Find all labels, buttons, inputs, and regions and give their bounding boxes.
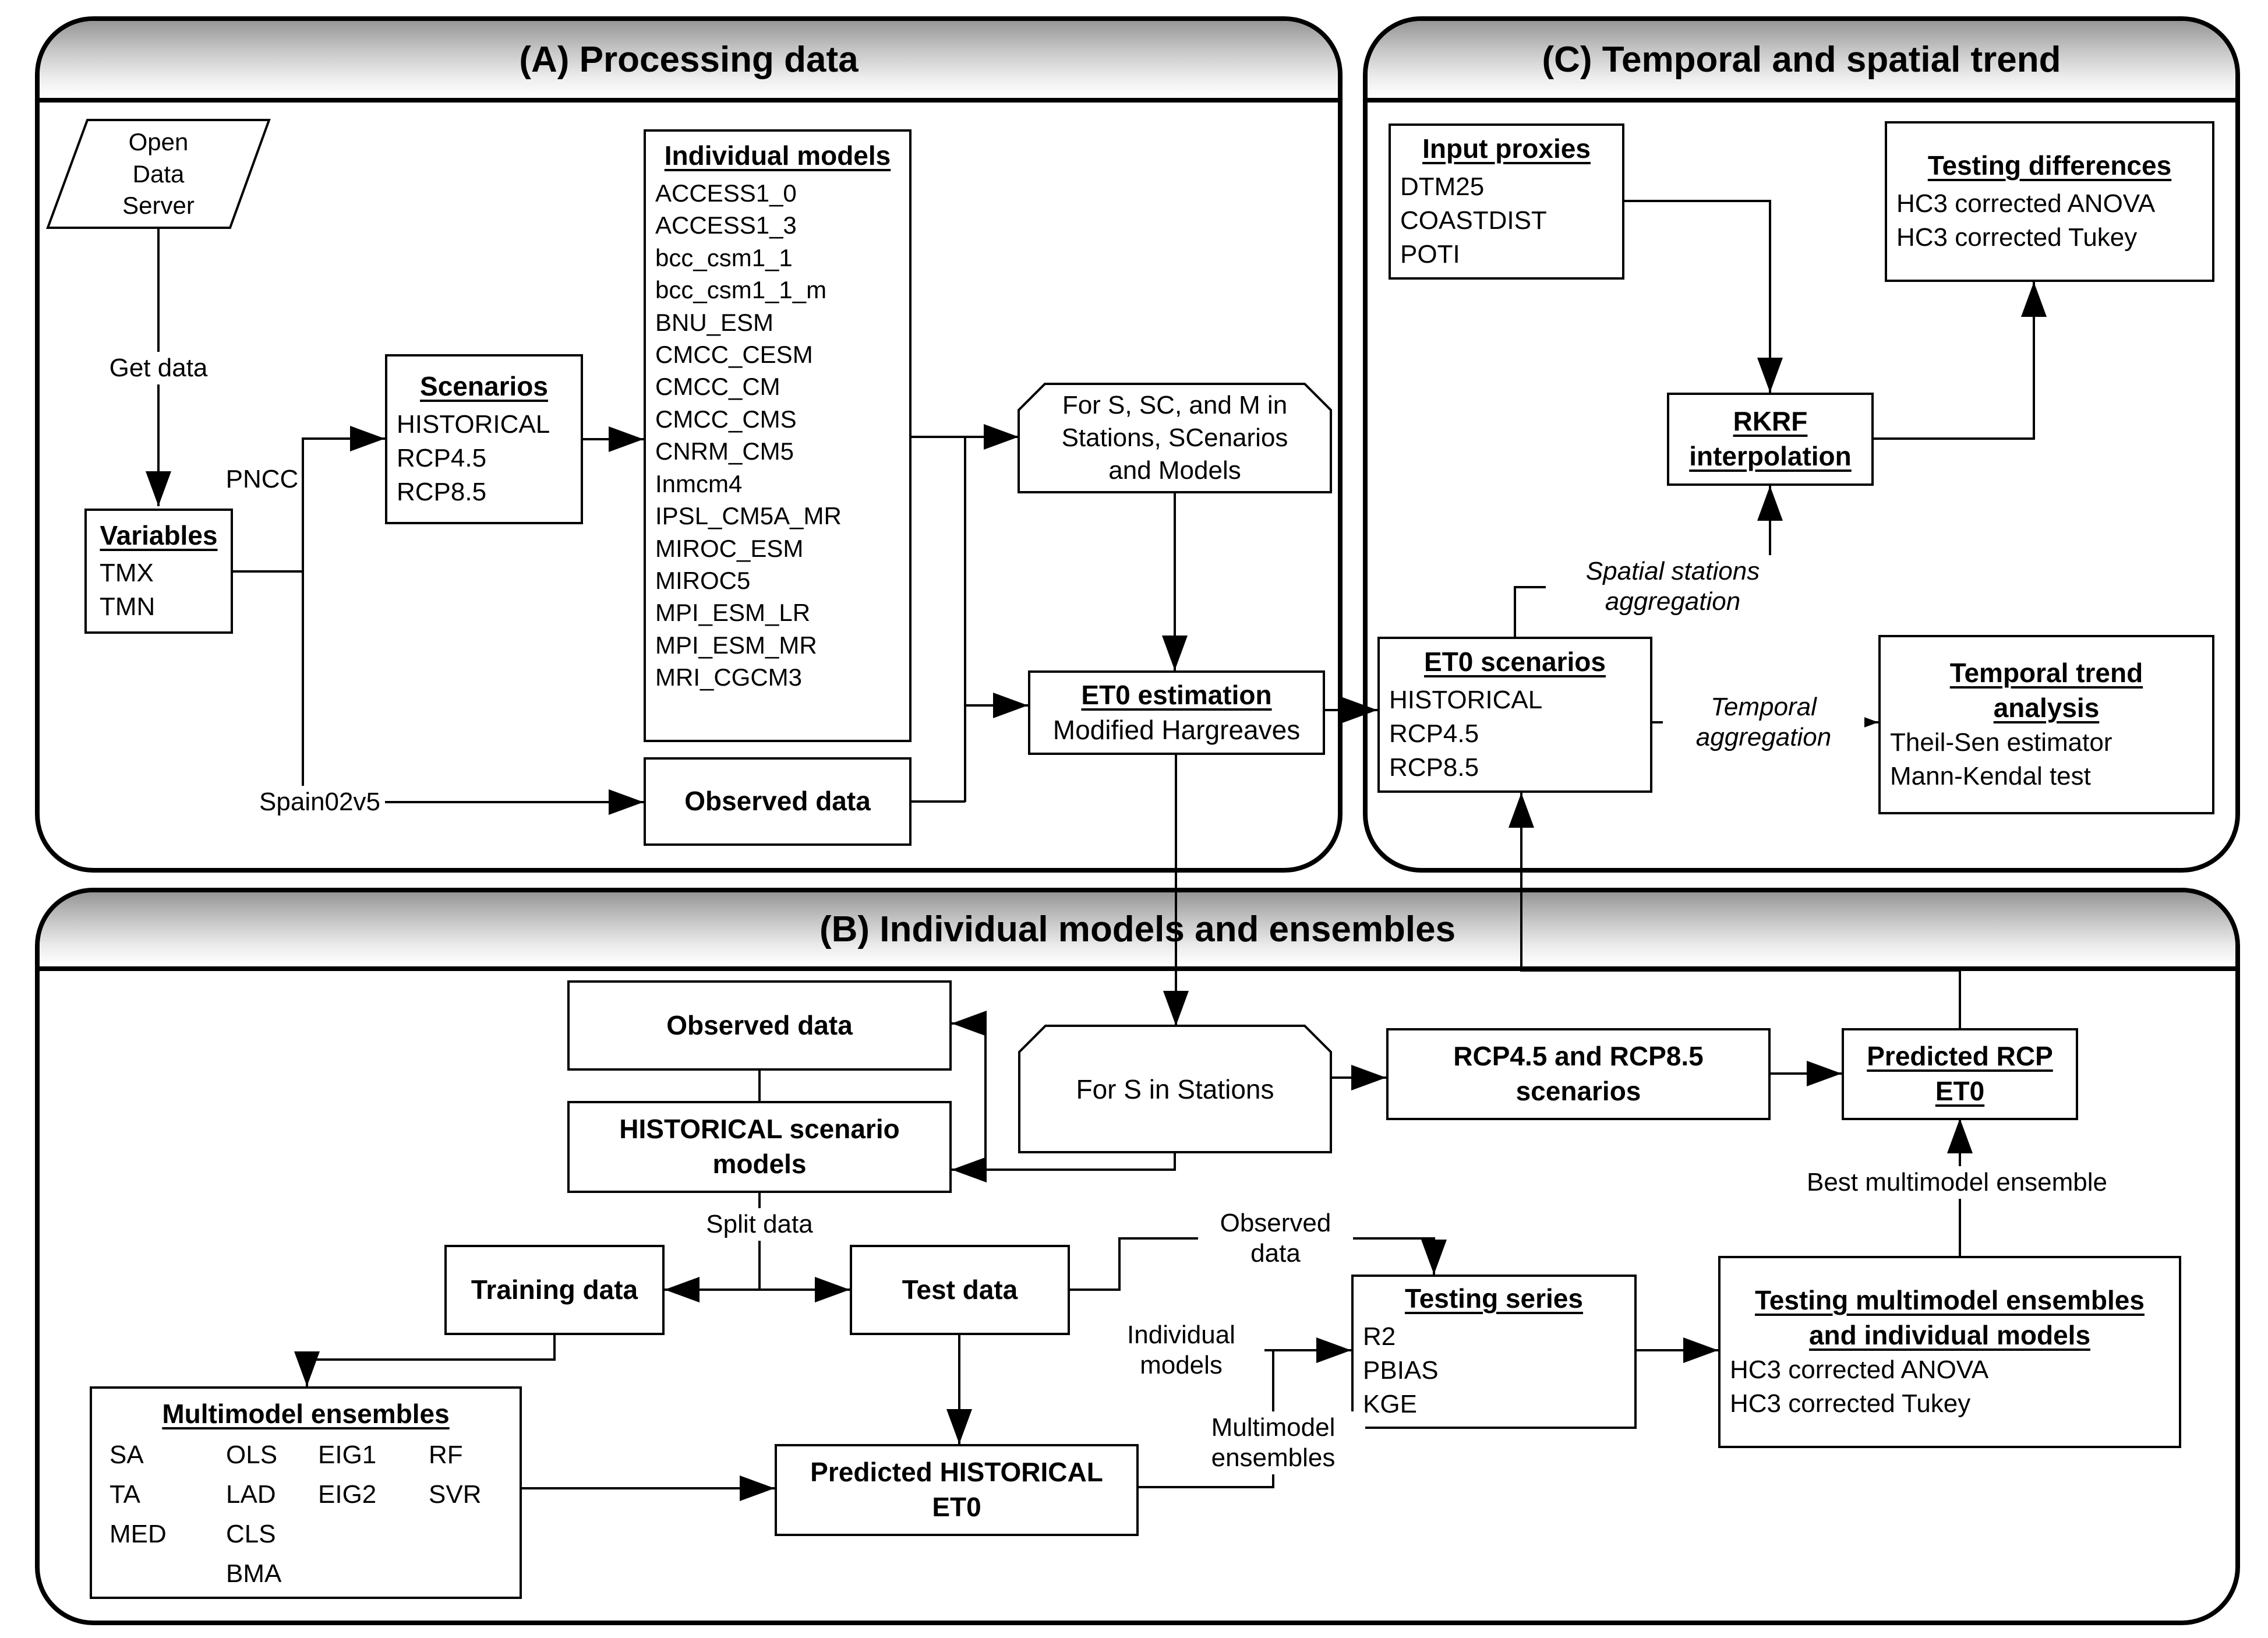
label-observed-data: Observed data bbox=[1198, 1207, 1353, 1270]
box-predicted-historical-et0: Predicted HISTORICAL ET0 bbox=[775, 1444, 1139, 1536]
individual-models-title: Individual models bbox=[664, 140, 891, 171]
arrow-loop-observed-b bbox=[952, 1011, 987, 1170]
label-split-data: Split data bbox=[701, 1208, 818, 1241]
label-pncc: PNCC bbox=[225, 465, 299, 494]
box-observed-data-a: Observed data bbox=[644, 757, 912, 846]
box-predicted-rcp-et0: Predicted RCP ET0 bbox=[1842, 1028, 2078, 1120]
box-training-data: Training data bbox=[444, 1245, 665, 1335]
box-rcp-scenarios: RCP4.5 and RCP8.5 scenarios bbox=[1386, 1028, 1771, 1120]
arrow-predictedrcp-et0scenarios bbox=[1509, 793, 1961, 1028]
label-multimodel-ensembles: Multimodel ensembles bbox=[1181, 1411, 1365, 1474]
section-a-title: (A) Processing data bbox=[519, 39, 859, 80]
et0-estimation-subtitle: Modified Hargreaves bbox=[1052, 714, 1301, 745]
training-data-label: Training data bbox=[471, 1274, 638, 1305]
label-spain02v5: Spain02v5 bbox=[255, 786, 385, 818]
input-proxies-title: Input proxies bbox=[1422, 133, 1591, 164]
line-predictedhist-up bbox=[1139, 1350, 1274, 1488]
box-observed-data-b: Observed data bbox=[567, 980, 952, 1071]
arrow-loop-historical bbox=[952, 1152, 1176, 1182]
arrow-proxies-rkrf bbox=[1624, 200, 1783, 393]
loop-limit-a-shape bbox=[1018, 383, 1332, 493]
label-best-multimodel: Best multimodel ensemble bbox=[1801, 1166, 2112, 1199]
label-get-data: Get data bbox=[104, 352, 213, 384]
testing-differences-title: Testing differences bbox=[1927, 150, 2172, 181]
predicted-rcp-label: Predicted RCP ET0 bbox=[1867, 1041, 2053, 1106]
label-spatial-aggregation: Spatial stations aggregation bbox=[1546, 555, 1800, 618]
observed-data-a-label: Observed data bbox=[684, 786, 871, 817]
arrow-training-multimodel bbox=[294, 1335, 556, 1386]
arrow-observeddata-testingseries bbox=[1070, 1237, 1447, 1291]
variables-title: Variables bbox=[100, 520, 218, 550]
arrow-rkrf-testingdiff bbox=[1874, 282, 2047, 440]
scenarios-title: Scenarios bbox=[420, 370, 548, 401]
box-test-data: Test data bbox=[850, 1245, 1070, 1335]
label-temporal-aggregation: Temporal aggregation bbox=[1663, 691, 1864, 754]
observed-data-b-label: Observed data bbox=[666, 1009, 853, 1040]
arrow-spain-observed-a bbox=[302, 571, 644, 815]
et0-scenarios-title: ET0 scenarios bbox=[1424, 646, 1606, 677]
section-b-title: (B) Individual models and ensembles bbox=[819, 909, 1456, 949]
testing-series-title: Testing series bbox=[1405, 1283, 1583, 1314]
section-c-header: (C) Temporal and spatial trend bbox=[1368, 21, 2235, 103]
section-a-header: (A) Processing data bbox=[40, 21, 1338, 103]
box-historical-models: HISTORICAL scenario models bbox=[567, 1101, 952, 1193]
section-c-title: (C) Temporal and spatial trend bbox=[1542, 39, 2061, 80]
section-b-header: (B) Individual models and ensembles bbox=[40, 892, 2235, 971]
loop-for-s-in-stations: For S in Stations bbox=[1019, 1026, 1331, 1152]
multimodel-title: Multimodel ensembles bbox=[162, 1399, 450, 1429]
label-individual-models: Individual models bbox=[1098, 1319, 1264, 1382]
et0-estimation-title: ET0 estimation bbox=[1081, 679, 1272, 710]
arrow-pncc-scenarios bbox=[302, 426, 385, 571]
test-data-label: Test data bbox=[902, 1274, 1018, 1305]
loop-limit-b-shape bbox=[1018, 1025, 1332, 1153]
open-data-server-shape bbox=[46, 119, 271, 229]
predicted-historical-label: Predicted HISTORICAL ET0 bbox=[810, 1457, 1103, 1522]
historical-models-label: HISTORICAL scenario models bbox=[619, 1114, 900, 1179]
loop-stations-text: For S in Stations bbox=[1076, 1074, 1274, 1104]
rcp-scenarios-label: RCP4.5 and RCP8.5 scenarios bbox=[1453, 1041, 1704, 1106]
box-et0-estimation: ET0 estimation Modified Hargreaves bbox=[1028, 670, 1325, 755]
